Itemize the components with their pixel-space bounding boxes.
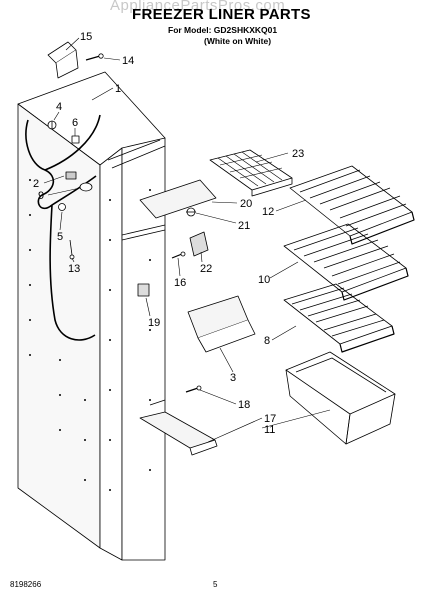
clip-6 xyxy=(71,135,80,144)
callout-20: 20 xyxy=(240,198,252,210)
callout-5: 5 xyxy=(57,231,63,243)
watermark: AppliancePartsPros.com xyxy=(110,0,286,14)
callout-1: 1 xyxy=(115,83,121,95)
callout-18: 18 xyxy=(238,399,250,411)
freezer-bin-11 xyxy=(285,351,396,445)
part-number: 8198266 xyxy=(10,580,42,589)
screw-18 xyxy=(185,385,202,393)
bracket-15 xyxy=(47,41,79,79)
callout-15: 15 xyxy=(80,31,92,43)
callout-21: 21 xyxy=(238,220,250,232)
callout-2: 2 xyxy=(33,178,39,190)
wire-shelf-10 xyxy=(283,223,409,301)
callout-10: 10 xyxy=(258,274,270,286)
callout-8: 8 xyxy=(264,335,270,347)
callout-6: 6 xyxy=(72,117,78,129)
connector-19 xyxy=(137,283,150,297)
callout-23: 23 xyxy=(292,148,304,160)
callout-4: 4 xyxy=(56,101,62,113)
fastener-21 xyxy=(186,207,196,217)
shelf-bracket-3 xyxy=(187,295,256,353)
wire-shelf-8 xyxy=(283,283,395,353)
tube-13 xyxy=(69,239,75,260)
vent-cover-20 xyxy=(139,179,217,219)
callout-22: 22 xyxy=(200,263,212,275)
bottom-rail-17 xyxy=(139,411,218,456)
page-number: 5 xyxy=(213,580,218,589)
freezer-liner xyxy=(17,71,166,561)
lamp-9 xyxy=(79,182,93,192)
callout-14: 14 xyxy=(122,55,134,67)
callout-11: 11 xyxy=(264,424,275,436)
callout-9: 9 xyxy=(38,190,44,202)
clip-5 xyxy=(58,203,66,211)
callout-19: 19 xyxy=(148,317,160,329)
damper-22 xyxy=(189,231,209,257)
wire-shelf-12 xyxy=(289,165,415,245)
callout-17: 17 xyxy=(264,413,276,425)
screw-14 xyxy=(85,53,104,61)
sensor-4 xyxy=(47,120,57,130)
callout-3: 3 xyxy=(230,372,236,384)
diagram-title: FREEZER LINER PARTS xyxy=(132,6,311,23)
callout-13: 13 xyxy=(68,263,80,275)
switch-2 xyxy=(65,171,77,180)
leader-lines xyxy=(43,37,331,443)
ice-tray-23 xyxy=(209,149,293,197)
color-line: (White on White) xyxy=(204,36,272,46)
callout-12: 12 xyxy=(262,206,274,218)
callout-labels: 15 14 1 4 6 2 9 5 13 23 20 21 12 22 16 1… xyxy=(33,31,304,436)
wiring-harness xyxy=(25,114,101,341)
callout-16: 16 xyxy=(174,277,186,289)
screw-16 xyxy=(171,251,186,259)
page-header: AppliancePartsPros.com FREEZER LINER PAR… xyxy=(0,0,435,55)
model-line: For Model: GD2SHKXKQ01 xyxy=(168,25,278,35)
